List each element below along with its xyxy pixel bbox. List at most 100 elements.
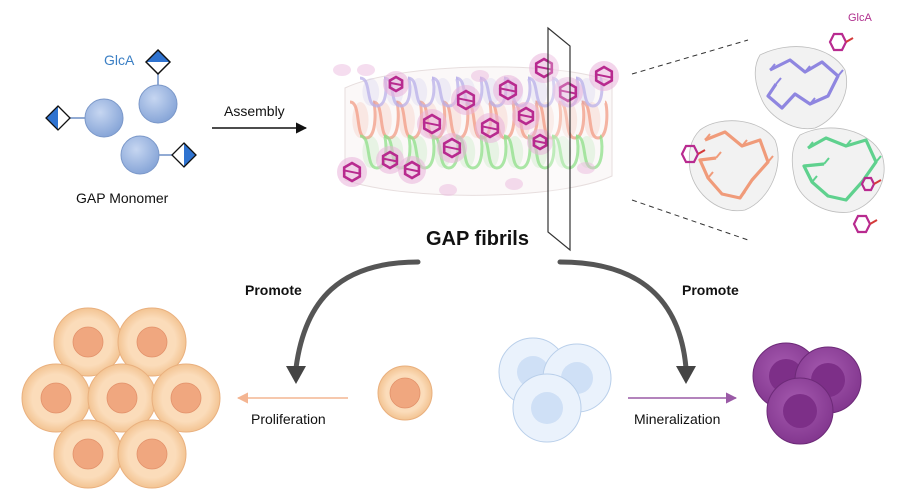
sugar-ring	[594, 65, 614, 87]
sugar-bond	[594, 73, 614, 79]
helix-turn	[407, 76, 436, 108]
side-chain	[875, 155, 882, 163]
sugar-faint	[357, 64, 375, 76]
gap-fibrils-title: GAP fibrils	[426, 228, 529, 250]
assembly-label: Assembly	[224, 103, 285, 119]
density-map-right	[791, 127, 885, 213]
cell-nucleus	[106, 382, 138, 414]
sugar-ring	[388, 75, 404, 93]
sugar-bond	[422, 121, 442, 127]
helix-turn	[359, 134, 388, 170]
promote-label-left: Promote	[245, 282, 302, 298]
cell-nucleus	[783, 394, 817, 428]
side-chain	[704, 133, 711, 141]
promote-arrow-left	[293, 259, 421, 371]
side-chain	[769, 63, 776, 71]
chain-purple	[766, 58, 844, 110]
promote-arrow-right-head	[676, 366, 696, 384]
side-chain	[804, 65, 811, 73]
gap-fibril-model	[333, 26, 619, 252]
helix-fill	[362, 136, 380, 168]
helix-fill	[434, 78, 452, 106]
sugar-faint	[577, 162, 595, 174]
side-chain	[807, 141, 814, 149]
oxygen-bond	[873, 179, 882, 185]
sugar-faint	[471, 70, 489, 82]
backbone-trace	[766, 58, 840, 110]
gap-monomer-label: GAP Monomer	[76, 190, 169, 206]
sugar-bond	[498, 87, 518, 93]
monomer-sphere	[138, 84, 178, 124]
helix-fill	[530, 78, 548, 106]
helix-fill	[362, 78, 380, 106]
side-chain	[837, 69, 844, 77]
sugar-ring	[456, 89, 476, 111]
glca-stick	[852, 214, 872, 234]
glca-label-structure: GlcA	[848, 12, 872, 24]
cell-nucleus	[40, 382, 72, 414]
sugar-ring	[480, 117, 500, 139]
glca-diamond-icon	[145, 49, 171, 75]
promote-arrow-left-head	[286, 366, 306, 384]
cell-nucleus	[136, 326, 168, 358]
helix-turn	[479, 134, 508, 170]
sugar-ring	[403, 160, 421, 180]
side-chain	[845, 193, 852, 201]
sugar-ring	[558, 81, 578, 103]
side-chain	[809, 97, 816, 105]
helix-fill	[584, 102, 601, 138]
sugar-ring	[442, 137, 462, 159]
cell-nucleus	[72, 326, 104, 358]
cell-nucleus	[531, 392, 563, 424]
sugar-bond	[517, 113, 535, 119]
cryo-em-cross-section	[680, 32, 885, 234]
sugar-faint	[505, 178, 523, 190]
promote-label-right: Promote	[682, 282, 739, 298]
sugar-ring	[498, 79, 518, 101]
glca-diamond-icon	[45, 105, 71, 131]
helix-fill	[352, 102, 369, 138]
helix-fill	[578, 78, 596, 106]
helix-fill	[506, 136, 524, 168]
oxygen-bond	[697, 149, 706, 155]
helix-fill	[398, 102, 415, 138]
cell-nucleus	[72, 438, 104, 470]
sugar-bond	[403, 167, 421, 173]
blue-cell-group	[498, 337, 612, 443]
helix-turn	[558, 100, 586, 140]
sugar-ring	[422, 113, 442, 135]
helix-fill	[537, 102, 554, 138]
sugar-bond	[456, 97, 476, 103]
helix-fill	[410, 78, 428, 106]
helix-turn	[349, 100, 377, 140]
side-chain	[775, 77, 782, 85]
sugar-bond	[480, 125, 500, 131]
proliferated-cell-cluster	[21, 307, 221, 489]
mineralized-cell-group	[752, 342, 862, 445]
backbone-trace	[698, 130, 770, 200]
helix-turn	[527, 76, 556, 108]
zoom-line-bottom	[631, 199, 749, 241]
helix-fill	[554, 136, 572, 168]
oxygen-bond	[869, 219, 878, 225]
helix-turn	[575, 134, 604, 170]
glca-sticks	[680, 32, 882, 234]
helix-fill	[482, 136, 500, 168]
chain-orange	[698, 130, 774, 200]
side-chain	[811, 175, 818, 183]
helix-fill	[560, 102, 578, 138]
side-chain	[707, 171, 714, 179]
promote-arrow-right	[557, 259, 689, 371]
cell-nucleus	[389, 377, 421, 409]
glca-stick	[828, 32, 848, 52]
sugar-ring	[381, 150, 399, 170]
sugar-bond	[534, 65, 554, 71]
side-chain	[767, 155, 774, 163]
side-chain	[781, 101, 788, 109]
side-chain	[739, 191, 746, 199]
glca-sugar-decorations	[333, 53, 619, 196]
sugar-bond	[532, 139, 548, 145]
sugar-faint	[439, 184, 457, 196]
proliferation-label: Proliferation	[251, 411, 326, 427]
